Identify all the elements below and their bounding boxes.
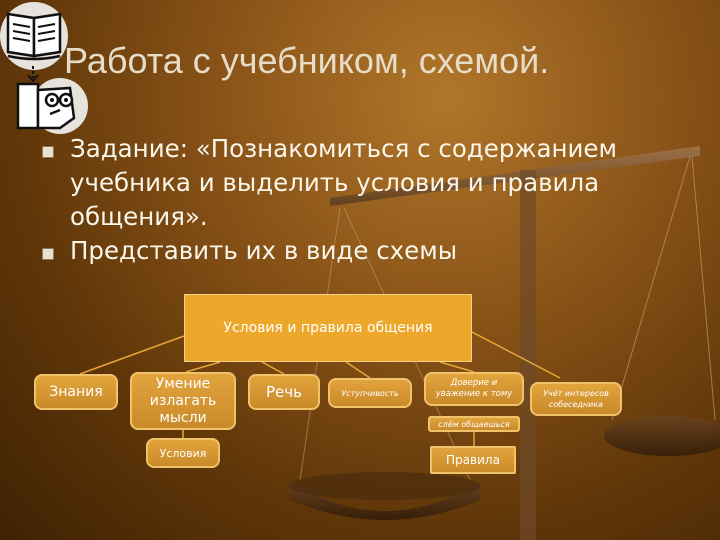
diagram-box-label: уважение к тому [435, 389, 513, 399]
right-scale-pan [604, 416, 720, 456]
diagram-box-pravila: Правила [430, 446, 516, 474]
diagram-box-label: Уступчивость [341, 388, 399, 398]
left-scale-pan [290, 482, 480, 520]
diagram-box-label: собеседника [548, 400, 604, 409]
bullet-text: Задание: «Познакомиться с содержанием уч… [70, 134, 617, 231]
connector [261, 361, 285, 375]
diagram-box-label: Знания [49, 384, 103, 400]
connector [471, 331, 561, 379]
diagram-box-label: мысли [159, 409, 207, 426]
connector [345, 361, 371, 379]
face-icon [16, 78, 88, 134]
diagram-box-label: Условия [159, 446, 207, 460]
bullet-marker [42, 146, 54, 158]
diagram-box-ustupchivost: Уступчивость [328, 378, 412, 408]
diagram-root-label: Условия и правила общения [223, 320, 433, 336]
bullet-item: Представить их в виде схемы [42, 234, 662, 268]
diagram-box-znaniya: Знания [34, 374, 118, 410]
diagram-root-box: Условия и правила общения [184, 294, 472, 362]
book-icon [0, 2, 68, 70]
diagram-box-label: Правила [446, 453, 500, 467]
bullet-list: Задание: «Познакомиться с содержанием уч… [42, 132, 662, 268]
diagram-box-label: Речь [266, 383, 302, 401]
diagram-box-umenie: Умение излагать мысли [130, 372, 236, 430]
diagram-box-uchet: Учёт интересов собеседника [530, 382, 622, 416]
connector [185, 361, 221, 373]
diagram-box-rech: Речь [248, 374, 320, 410]
slide-title: Работа с учебником, схемой. [64, 40, 550, 81]
diagram-box-label: Учёт интересов [543, 389, 609, 398]
bullet-text: Представить их в виде схемы [70, 236, 458, 265]
arrow-down-icon [27, 66, 39, 82]
diagram-box-uslovia: Условия [146, 438, 220, 468]
bullet-item: Задание: «Познакомиться с содержанием уч… [42, 132, 662, 234]
diagram-box-label: Доверие и [450, 378, 498, 388]
bullet-marker [42, 248, 54, 260]
diagram-box-doverie: Доверие и уважение к тому [424, 372, 524, 406]
connector [79, 335, 185, 375]
diagram-box-sled: слём общаешься [428, 416, 520, 432]
diagram-box-label: слём общаешься [438, 419, 510, 429]
connector [439, 361, 475, 373]
diagram-box-label: излагать [149, 392, 217, 409]
scale-pillar [520, 170, 536, 540]
diagram-box-label: Умение [155, 375, 211, 392]
scale-beam [330, 146, 700, 206]
